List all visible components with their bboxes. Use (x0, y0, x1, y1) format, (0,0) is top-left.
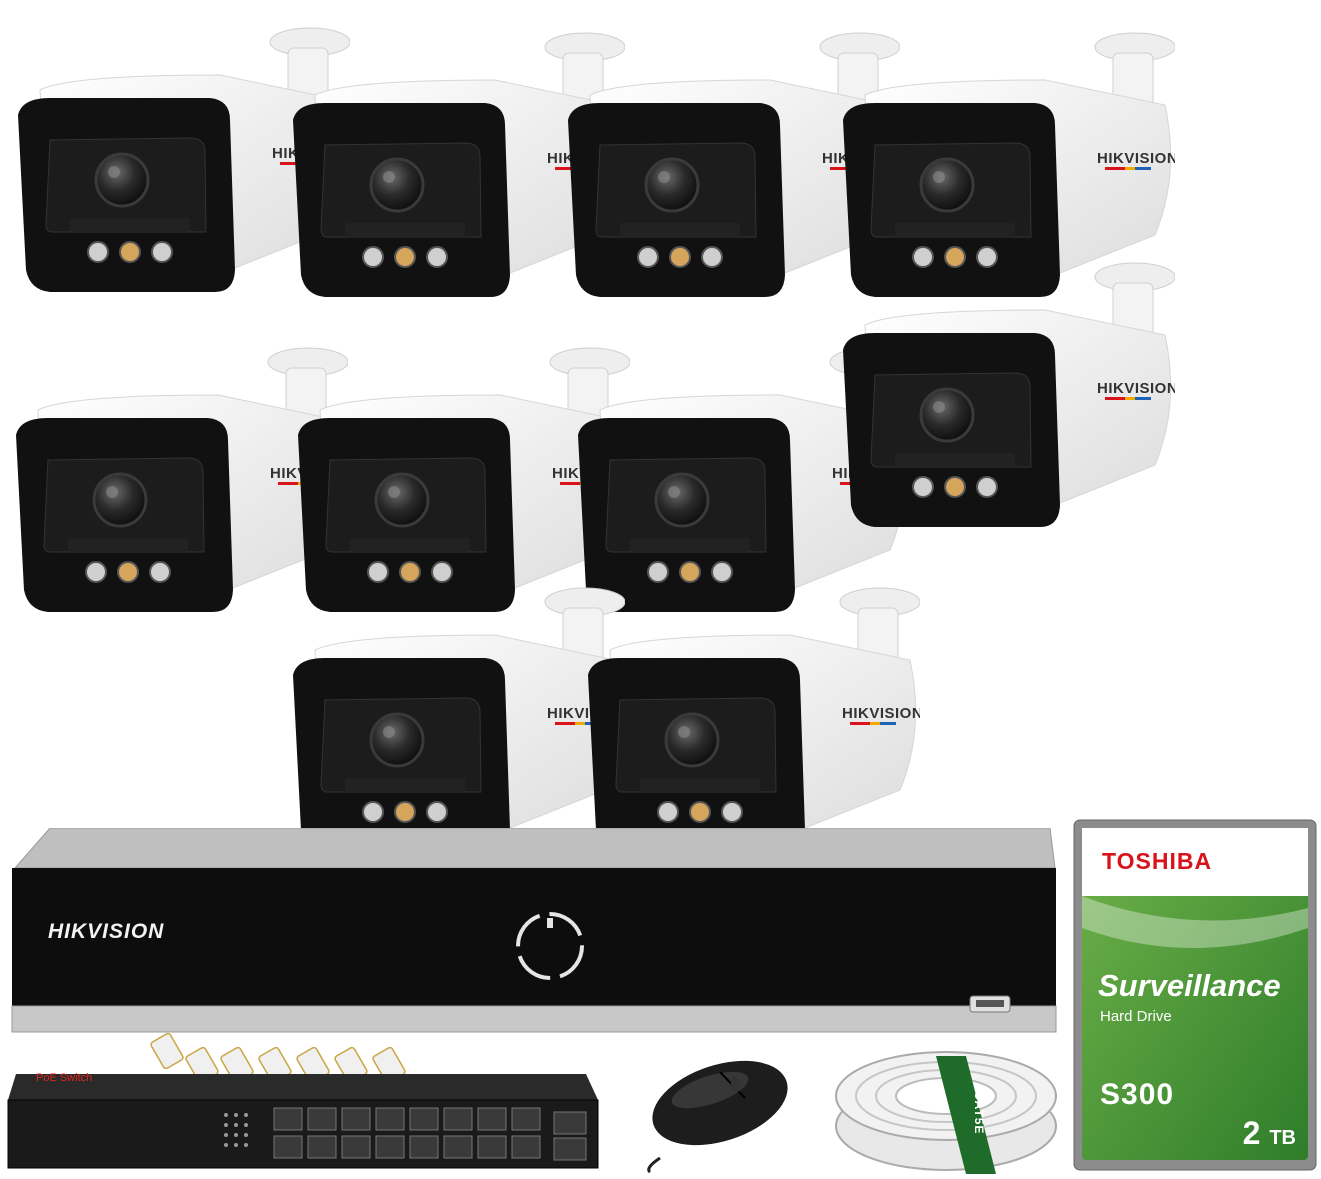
hdd-subline-label: Hard Drive (1100, 1008, 1172, 1025)
switch-label: PoE Switch (36, 1072, 93, 1084)
usb-port-icon (969, 995, 1011, 1013)
computer-mouse (640, 1048, 820, 1174)
network-port-icon (273, 1107, 587, 1161)
camera-brand: HIKVISION (842, 705, 920, 722)
hdd-model-label: S300 (1100, 1078, 1175, 1111)
hdd-line-label: Surveillance (1098, 968, 1281, 1003)
nvr-brand-label: HIKVISION (48, 920, 165, 943)
camera-brand: HIKVISION (1097, 380, 1175, 397)
camera-8: HIKVISION (835, 255, 1175, 555)
nvr-recorder: HIKVISION (10, 827, 1060, 1036)
poe-switch: PoE Switch (6, 1030, 606, 1170)
power-ring-icon (516, 912, 584, 980)
camera-brand: HIKVISION (1097, 150, 1175, 167)
network-cable: CAT5E (826, 1036, 1066, 1174)
hdd-maker-label: TOSHIBA (1102, 848, 1213, 874)
hard-drive: TOSHIBA Surveillance Hard Drive S300 2 T… (1072, 818, 1318, 1172)
mouse-icon (647, 1060, 788, 1174)
hdd-capacity-unit: TB (1269, 1127, 1296, 1149)
hdd-capacity: 2 TB (1243, 1115, 1296, 1152)
camera-4: HIKVISION (835, 25, 1175, 325)
hdd-capacity-value: 2 (1242, 1115, 1261, 1151)
cable-coil-icon (835, 1051, 1057, 1174)
camera-10: HIKVISION (580, 580, 920, 880)
cable-tag-label: CAT5E (972, 1091, 986, 1135)
